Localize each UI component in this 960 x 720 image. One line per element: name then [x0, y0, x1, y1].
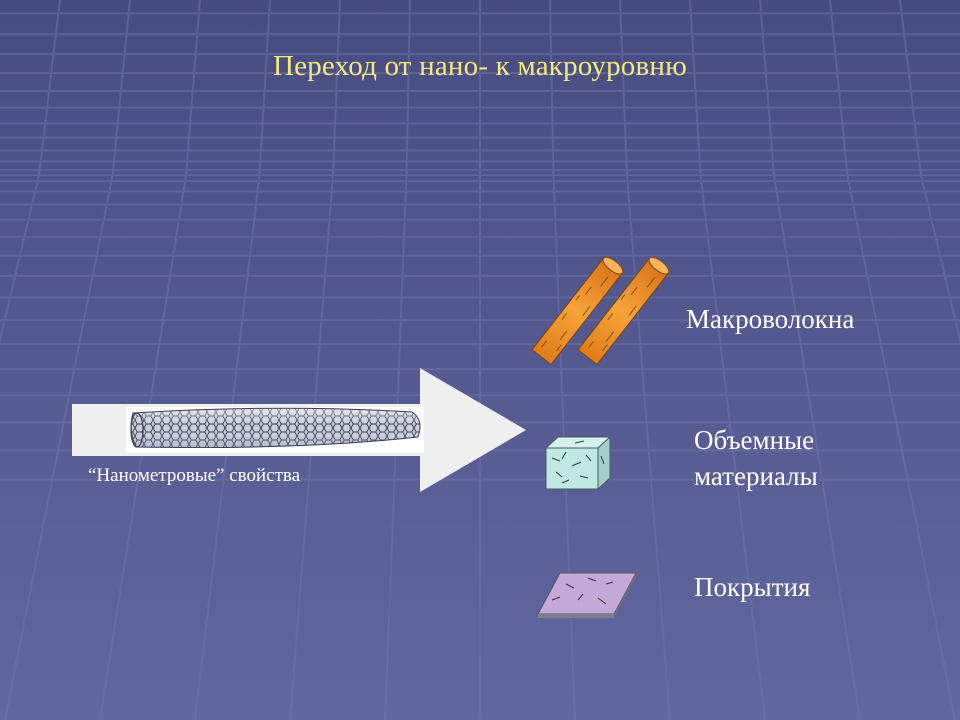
- label-macrofibers-text: Макроволокна: [686, 304, 855, 334]
- bulk-cube-icon: [544, 435, 612, 491]
- label-bulk-materials: Объемные материалы: [694, 422, 818, 494]
- macrofiber-icon: [531, 256, 670, 366]
- label-bulk-line1: Объемные: [694, 425, 815, 455]
- label-macrofibers: Макроволокна: [686, 301, 854, 337]
- coating-sheet-icon: [537, 572, 637, 618]
- label-bulk-line2: материалы: [694, 461, 818, 491]
- label-coatings-text: Покрытия: [694, 572, 811, 602]
- arrow-caption: “Нанометровые” свойства: [88, 465, 301, 486]
- slide-title: Переход от нано- к макроуровню: [273, 50, 687, 82]
- label-coatings: Покрытия: [694, 569, 810, 605]
- nanotube-icon: [126, 407, 424, 453]
